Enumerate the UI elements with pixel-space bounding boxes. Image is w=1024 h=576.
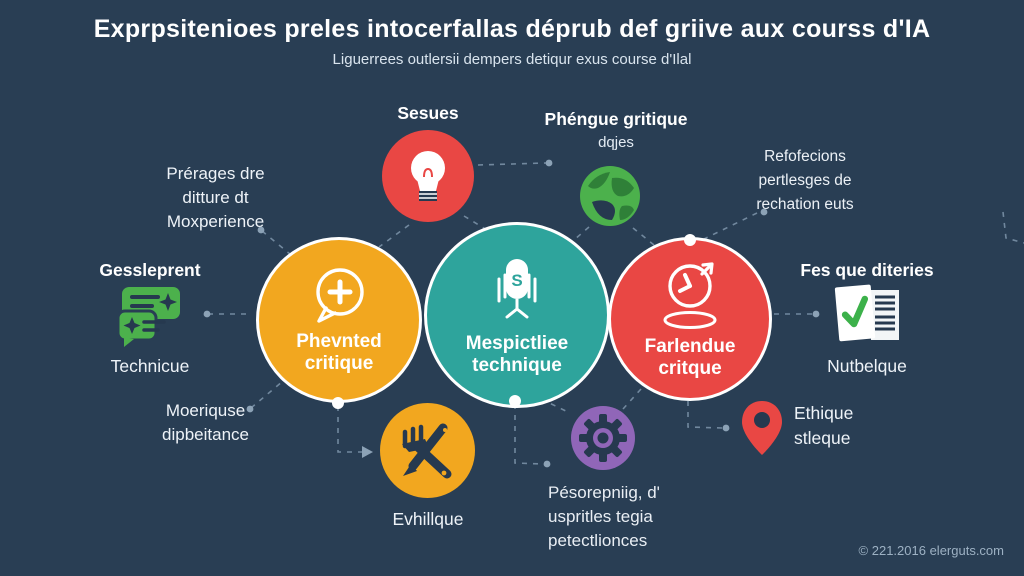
lightbulb-icon [405, 147, 451, 205]
fork-pen-icon [395, 418, 461, 484]
lightbulb-badge [382, 130, 474, 222]
circle-label: Farlendue critque [644, 335, 736, 379]
circle-farlendue-critque: Farlendue critque [608, 237, 772, 401]
location-pin-icon [740, 399, 784, 457]
label-ethique: Ethique stleque [794, 403, 854, 448]
chat-cards-icon [112, 281, 188, 351]
clock-arrow-icon [650, 258, 730, 332]
svg-text:S: S [511, 271, 522, 290]
label-phengue-gritique: Phéngue gritique dqjes [544, 109, 688, 151]
globe-icon [578, 164, 642, 228]
label-gessleprent: Gessleprent [99, 260, 201, 280]
speech-bubble-plus-icon [307, 265, 371, 327]
tools-badge [380, 403, 475, 498]
label-fes-que-diteries: Fes que diteries [800, 260, 934, 280]
page-subtitle: Liguerrees outlersii dempers detiqur exu… [332, 51, 692, 68]
label-refofecions: Refofecions pertlesges de rechation euts [756, 148, 854, 214]
globe-badge [578, 164, 642, 228]
page-title: Exprpsitenioes preles intocerfallas dépr… [93, 15, 931, 43]
gear-badge [571, 406, 635, 470]
label-prerages: Prérages dre ditture dt Moxperience [166, 164, 265, 231]
document-check-icon [829, 280, 907, 352]
label-technicue: Technicue [110, 356, 190, 376]
circle-label: Phevnted critique [296, 330, 382, 374]
circle-phevnted-critique: Phevnted critique [256, 237, 422, 403]
gear-icon [577, 412, 629, 464]
label-nutbelque: Nutbelque [827, 356, 907, 376]
label-sesues: Sesues [397, 103, 459, 123]
microphone-icon: S [479, 253, 555, 329]
label-moeriquse: Moeriquse dipbeitance [162, 401, 249, 444]
circle-label: Mespictliee technique [465, 332, 569, 376]
credit-text: © 221.2016 elerguts.com [858, 543, 1004, 558]
label-evhillque: Evhillque [392, 509, 464, 529]
label-pesorepniig: Pésorepniig, d' uspritles tegia petectli… [548, 483, 660, 550]
circle-mespictliee-technique: S Mespictliee technique [424, 222, 610, 408]
